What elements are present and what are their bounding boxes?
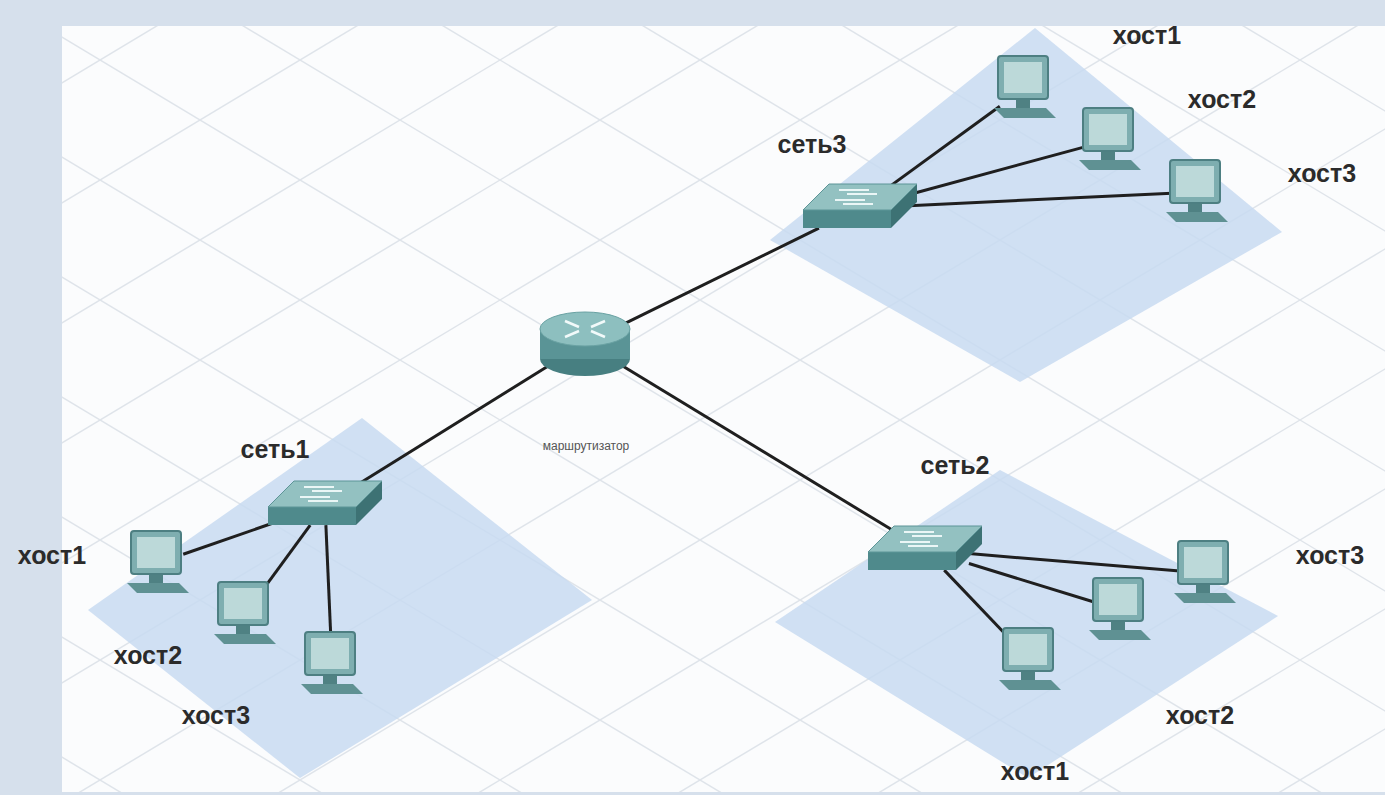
network-floor (770, 28, 1282, 382)
switch-icon (264, 477, 386, 533)
canvas-panel (62, 26, 1385, 792)
host-icon (210, 580, 280, 648)
network-switch: сеть2 (864, 522, 986, 578)
network-cable (969, 554, 1180, 571)
router: маршрутизатор (535, 307, 635, 379)
network-cable (969, 564, 1095, 603)
network-cable (263, 525, 310, 589)
network-cable (326, 525, 331, 639)
grid-line (62, 240, 1385, 792)
host-icon (1075, 106, 1145, 174)
grid-line (62, 26, 1385, 120)
host-computer: хост1 (990, 54, 1060, 122)
switch-icon (799, 180, 921, 236)
host-computer: хост1 (123, 529, 193, 597)
grid-line (62, 120, 1385, 792)
network-cable (904, 147, 1085, 196)
network-switch: сеть3 (799, 180, 921, 236)
grid-line (62, 240, 1385, 792)
grid-line (62, 26, 1385, 480)
host-icon (297, 630, 367, 698)
network-floor (88, 418, 592, 778)
switch-icon (864, 522, 986, 578)
iso-grid (62, 26, 1385, 792)
grid-line (62, 360, 1385, 792)
host-computer: хост2 (1085, 576, 1155, 644)
network-switch: сеть1 (264, 477, 386, 533)
host-icon (123, 529, 193, 597)
host-icon (1162, 158, 1232, 226)
host-label: хост1 (18, 542, 86, 570)
host-label: хост1 (1113, 22, 1181, 50)
router-icon (535, 307, 635, 379)
host-computer: хост3 (1162, 158, 1232, 226)
host-label: хост2 (1166, 702, 1234, 730)
host-computer: хост3 (1170, 539, 1240, 607)
host-label: хост2 (1188, 86, 1256, 114)
device-label: маршрутизатор (543, 440, 630, 453)
grid-line (62, 360, 1385, 792)
network-cable (621, 228, 819, 325)
host-computer: хост2 (1075, 106, 1145, 174)
host-label: хост3 (182, 702, 250, 730)
host-icon (995, 626, 1065, 694)
network-cable (621, 365, 892, 530)
network-label: сеть3 (778, 131, 847, 159)
grid-line (62, 26, 1385, 792)
network-floor (775, 470, 1278, 778)
grid-line (62, 26, 1385, 360)
host-computer: хост2 (210, 580, 280, 648)
grid-line (62, 120, 1385, 792)
grid-line (62, 26, 1385, 792)
grid-line (62, 26, 1385, 360)
host-icon (1170, 539, 1240, 607)
network-label: сеть2 (921, 452, 990, 480)
grid-line (62, 26, 1385, 120)
host-label: хост2 (114, 642, 182, 670)
host-computer: хост3 (297, 630, 367, 698)
host-label: хост3 (1296, 542, 1364, 570)
host-label: хост3 (1288, 160, 1356, 188)
network-cable (944, 570, 1006, 635)
network-label: сеть1 (241, 436, 310, 464)
network-cable (357, 365, 549, 484)
network-cable (183, 520, 281, 554)
host-icon (1085, 576, 1155, 644)
host-label: хост1 (1001, 758, 1069, 786)
network-cable (904, 193, 1172, 206)
host-icon (990, 54, 1060, 122)
grid-line (62, 26, 1385, 480)
host-computer: хост1 (995, 626, 1065, 694)
